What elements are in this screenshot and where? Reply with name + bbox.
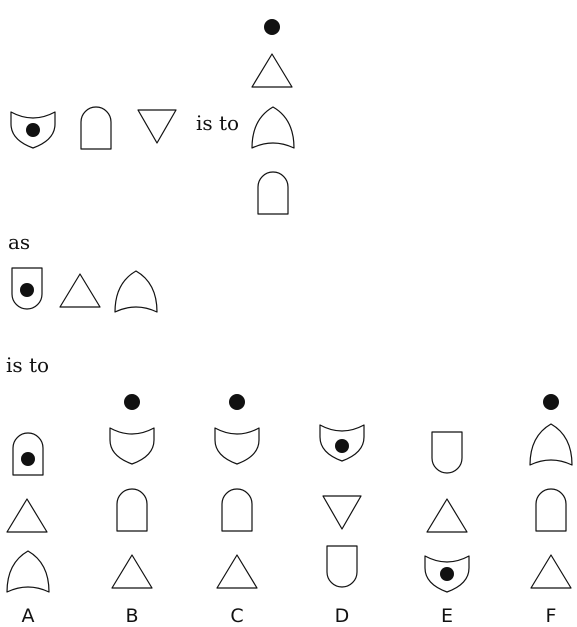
option-d[interactable]: D [319,424,365,627]
cup-with-dot-icon [11,267,43,310]
pointed-arch-icon [6,550,50,593]
example-source-row: is to [10,106,239,150]
shield-with-dot-icon [10,111,56,149]
up-triangle-icon [111,554,153,589]
up-triangle-icon [426,498,468,533]
dot-icon [229,394,245,410]
is-to-label: is to [196,111,239,135]
question-source-row [11,267,158,313]
option-a[interactable]: A [6,432,50,627]
up-triangle-icon [530,554,572,589]
up-triangle-icon [6,498,48,533]
option-label-e: E [441,605,453,627]
arch-icon [221,488,253,532]
option-label-b: B [125,605,138,627]
down-triangle-icon [322,495,362,530]
option-b[interactable]: B [109,394,155,627]
arch-icon [80,106,112,150]
arch-with-dot-icon [12,432,44,476]
is-to-label-2: is to [6,353,49,377]
arch-icon [257,171,289,215]
option-label-a: A [22,605,35,627]
pointed-arch-icon [529,423,573,466]
arch-icon [116,488,148,532]
down-triangle-icon [137,109,177,144]
example-target-column [251,19,295,215]
shield-icon [214,427,260,465]
cup-icon [431,431,463,474]
option-label-d: D [335,605,350,627]
pointed-arch-icon [114,270,158,313]
dot-icon [543,394,559,410]
option-c[interactable]: C [214,394,260,627]
shield-icon [109,427,155,465]
option-f[interactable]: F [529,394,573,627]
option-e[interactable]: E [424,431,470,627]
arch-icon [535,488,567,532]
option-label-c: C [230,605,243,627]
pointed-arch-icon [251,106,295,149]
shield-with-dot-icon [319,424,365,462]
option-label-f: F [546,605,557,627]
as-label: as [8,230,30,254]
cup-icon [326,545,358,588]
up-triangle-icon [59,273,101,308]
dot-icon [124,394,140,410]
up-triangle-icon [216,554,258,589]
shield-with-dot-icon [424,555,470,593]
up-triangle-icon [251,53,293,88]
dot-icon [264,19,280,35]
